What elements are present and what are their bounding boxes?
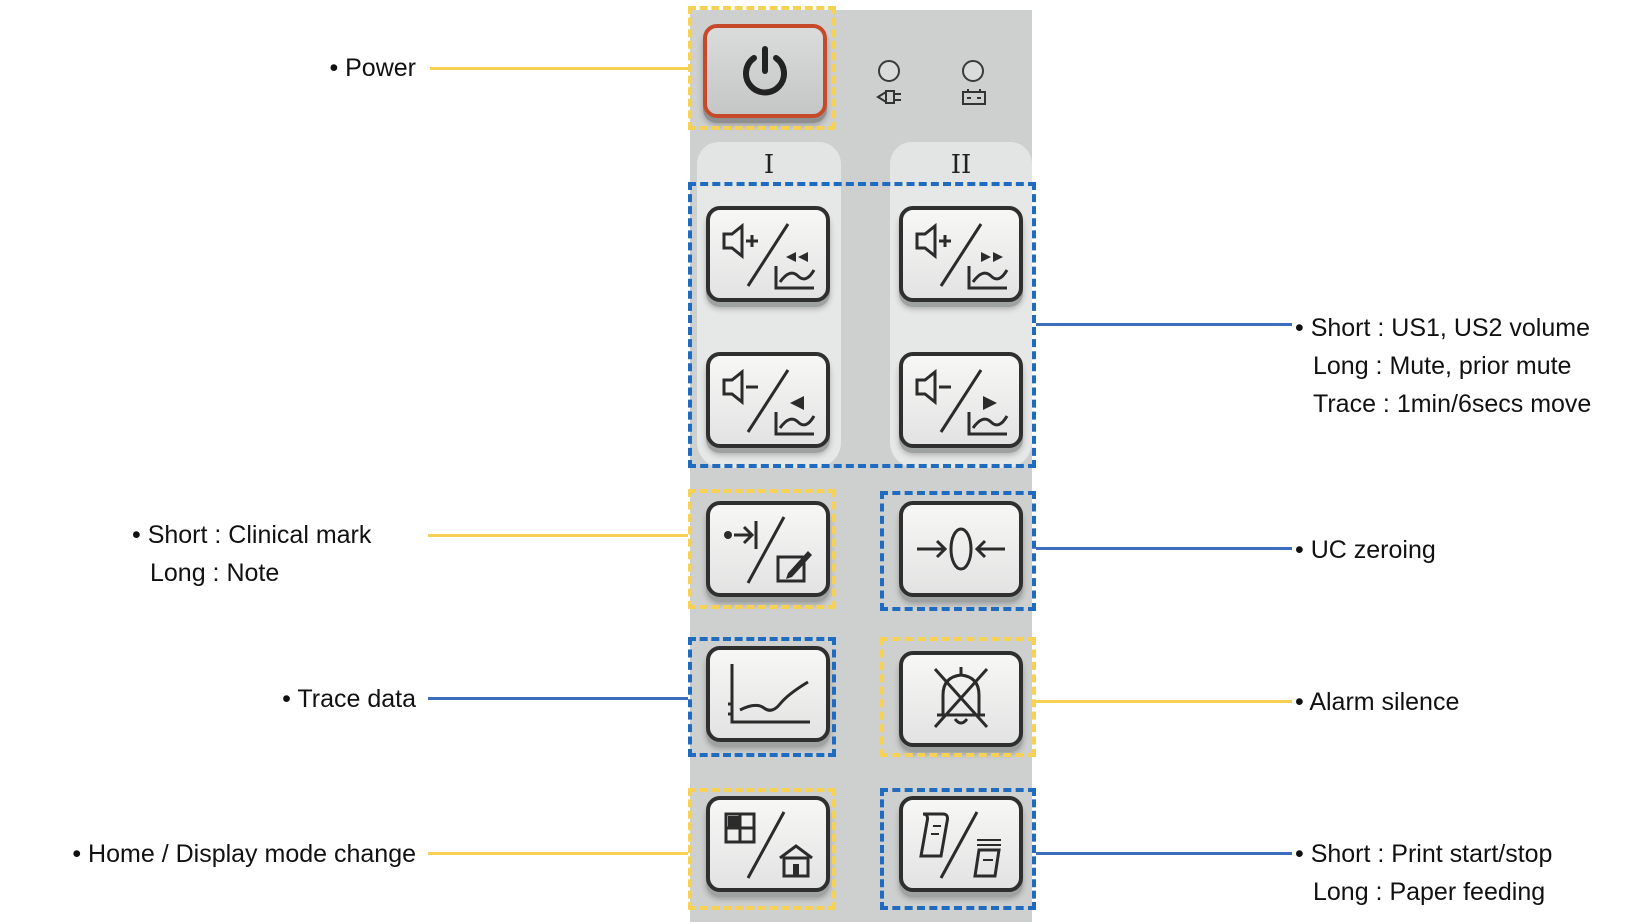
home-display-button[interactable] xyxy=(706,796,830,892)
print-paper-icon xyxy=(919,811,1001,879)
trace-data-label: • Trace data xyxy=(282,680,416,718)
uc-zero-highlight-frame xyxy=(880,491,1036,611)
trace-connector xyxy=(428,697,688,700)
trace-data-label-line-1: • Trace data xyxy=(282,685,416,713)
uc-zero-label-line-1: • UC zeroing xyxy=(1295,536,1436,564)
print-connector xyxy=(1036,852,1292,855)
trace-data-button[interactable] xyxy=(706,646,830,742)
home-display-label: • Home / Display mode change xyxy=(72,835,416,873)
uc-zero-button[interactable] xyxy=(899,501,1023,597)
us-volume-label-line-1: • Short : US1, US2 volume xyxy=(1295,314,1590,342)
print-label-line-2: Long : Paper feeding xyxy=(1313,878,1546,906)
clinical-mark-button[interactable] xyxy=(706,501,830,597)
clinical-mark-label-line-1: • Short : Clinical mark xyxy=(132,521,372,549)
us1-volume-down-button[interactable] xyxy=(706,352,830,448)
trace-highlight-frame xyxy=(688,637,836,757)
home-connector xyxy=(428,852,688,855)
us1-volume-up-button[interactable] xyxy=(706,206,830,302)
speaker-minus-step-back-icon xyxy=(722,368,816,436)
clinical-mark-label-line-2: Long : Note xyxy=(150,559,280,587)
print-label: • Short : Print start/stop Long : Paper … xyxy=(1295,835,1552,911)
zero-arrows-icon xyxy=(917,527,1005,571)
print-button[interactable] xyxy=(899,796,1023,892)
home-highlight-frame xyxy=(688,788,836,910)
us2-volume-down-button[interactable] xyxy=(899,352,1023,448)
speaker-minus-step-forward-icon xyxy=(915,368,1009,436)
power-icon xyxy=(743,46,787,96)
bell-slash-icon xyxy=(933,667,989,729)
trace-graph-icon xyxy=(728,664,810,724)
us-volume-label-line-3: Trace : 1min/6secs move xyxy=(1313,390,1592,418)
us2-volume-up-button[interactable] xyxy=(899,206,1023,302)
power-highlight-frame xyxy=(688,6,836,130)
speaker-plus-rewind-icon xyxy=(722,222,816,290)
battery-icon xyxy=(962,89,986,105)
us-volume-label: • Short : US1, US2 volume Long : Mute, p… xyxy=(1295,309,1591,423)
print-label-line-1: • Short : Print start/stop xyxy=(1295,840,1553,868)
power-connector xyxy=(430,67,688,70)
speaker-plus-fast-forward-icon xyxy=(915,222,1009,290)
uc-zero-label: • UC zeroing xyxy=(1295,531,1436,569)
alarm-silence-label-line-1: • Alarm silence xyxy=(1295,688,1460,716)
ac-plug-icon xyxy=(876,90,901,104)
uc-zero-connector xyxy=(1036,547,1292,550)
ac-power-led xyxy=(878,60,900,82)
home-display-label-line-1: • Home / Display mode change xyxy=(72,840,416,868)
alarm-highlight-frame xyxy=(880,637,1036,757)
power-label: • Power xyxy=(329,49,416,87)
mark-note-icon xyxy=(724,516,812,584)
clinical-mark-connector xyxy=(428,534,688,537)
battery-led xyxy=(962,60,984,82)
power-button[interactable] xyxy=(703,24,827,118)
clinical-mark-label: • Short : Clinical mark Long : Note xyxy=(132,516,371,592)
alarm-silence-label: • Alarm silence xyxy=(1295,683,1459,721)
us-volume-highlight-frame xyxy=(688,182,1036,468)
print-highlight-frame xyxy=(880,788,1036,910)
home-display-icon xyxy=(724,811,813,879)
alarm-silence-button[interactable] xyxy=(899,651,1023,747)
us-volume-label-line-2: Long : Mute, prior mute xyxy=(1313,352,1572,380)
alarm-connector xyxy=(1036,700,1292,703)
us-volume-connector xyxy=(1036,323,1292,326)
clinical-mark-highlight-frame xyxy=(688,489,836,609)
power-label-line-1: • Power xyxy=(329,54,416,82)
